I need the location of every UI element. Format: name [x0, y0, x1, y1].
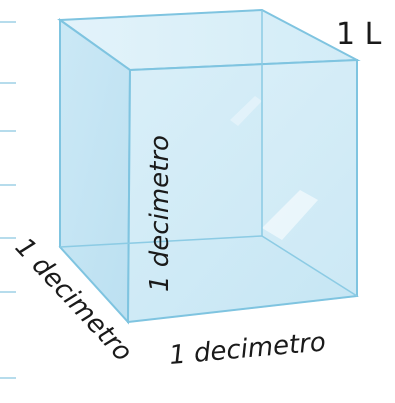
cube: [57, 8, 361, 325]
page-margin-marks: [0, 21, 16, 379]
cube-glare-2: [230, 96, 262, 126]
width-edge-label: 1 decimetro: [168, 327, 327, 371]
height-edge-label: 1 decimetro: [145, 135, 175, 292]
volume-label: 1 L: [336, 17, 382, 52]
cube-hidden-edge-left: [59, 235, 263, 248]
cube-hidden-edge-right: [261, 235, 358, 297]
cube-glare: [262, 190, 318, 240]
